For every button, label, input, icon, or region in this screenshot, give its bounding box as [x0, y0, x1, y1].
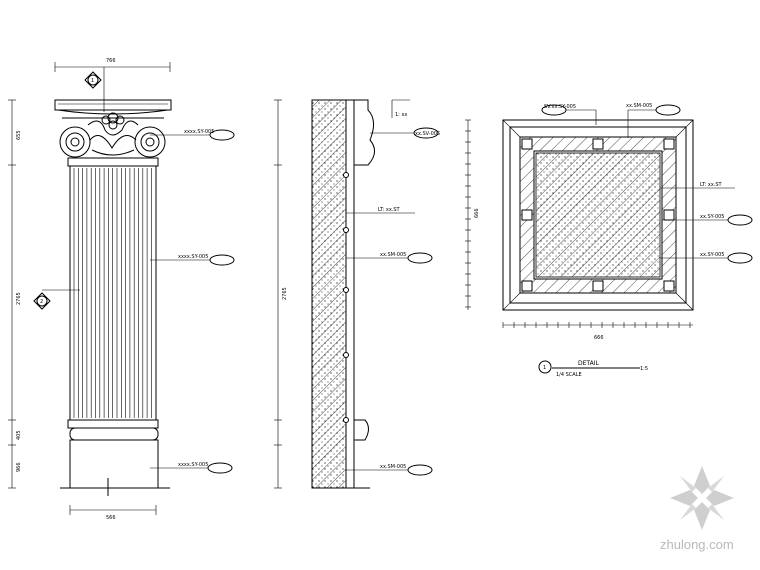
elevation-label-2: xxxx.SY-005	[178, 254, 208, 260]
watermark-text: zhulong.com	[660, 537, 734, 552]
plan-left-dimension: 666	[465, 119, 480, 310]
plan-left-ticks	[465, 119, 471, 308]
detail-scale: 1:5	[640, 366, 648, 372]
plan-bottom-dim: 666	[594, 335, 604, 341]
plan-callout-tl: SV.xx.SY-005	[544, 104, 576, 110]
bottom-dim-text: 566	[106, 515, 116, 521]
left-dim-2: 2765	[16, 292, 22, 305]
column-elevation: 766 1 655 2765 405 966	[8, 58, 235, 521]
section-label-bottom: xx.SM-005	[380, 464, 406, 470]
column-capital	[54, 99, 172, 167]
column-shaft	[69, 165, 157, 421]
detail-title: DETAIL	[578, 360, 599, 367]
elevation-label-1: xxxx.SY-005	[184, 129, 214, 135]
shaft-flutes	[73, 168, 152, 418]
section-label-mid: xx.SV-005	[415, 131, 440, 137]
left-dimension: 655 2765 405 966	[8, 99, 22, 489]
elevation-callouts: xxxx.SY-005 xxxx.SY-005 xxxx.SY-005	[150, 129, 235, 474]
bottom-dimension: 566	[69, 505, 157, 521]
column-base	[60, 419, 170, 496]
column-section: 2765 1:	[274, 99, 440, 489]
left-dim-3: 405	[16, 430, 22, 440]
elevation-label-3: xxxx.SY-005	[178, 462, 208, 468]
zhulong-logo-icon	[670, 466, 734, 530]
plan-callout-r2: xx.SY-005	[700, 214, 725, 220]
top-dim-text: 766	[106, 58, 116, 64]
marker-2-text: 2	[40, 299, 43, 305]
plan-callout-r1: LT: xx.ST	[700, 182, 723, 188]
section-marker-2: 2	[33, 289, 80, 310]
detail-num: 1	[543, 365, 546, 371]
section-label-low: xx.SM-005	[380, 252, 406, 258]
plan-callout-r3: xx.SY-005	[700, 252, 725, 258]
section-callouts: 1: xx xx.SV-005 LT: xx.ST xx.SM-005 xx.S…	[346, 99, 440, 476]
plan-callouts: SV.xx.SY-005 xx.SM-005 LT: xx.ST xx.SY-0…	[541, 103, 753, 264]
top-dimension: 766	[54, 58, 171, 72]
left-dim-4: 966	[16, 462, 22, 472]
section-label-top: 1: xx	[395, 112, 407, 118]
plan-blocks	[521, 138, 675, 292]
plan-detail: 666 666 SV.xx.SY-005 xx.SM-005 LT: xx.ST…	[465, 103, 753, 378]
section-marker-1: 1	[84, 67, 105, 112]
plan-left-dim: 666	[474, 208, 480, 218]
detail-title-block: 1 DETAIL 1/4 SCALE 1:5	[538, 360, 648, 378]
marker-1-text: 1	[91, 78, 94, 84]
section-studs	[343, 172, 349, 423]
watermark: zhulong.com	[660, 466, 734, 552]
section-label-note: LT: xx.ST	[378, 207, 401, 213]
plan-bottom-dimension: 666	[502, 322, 693, 341]
detail-sub: 1/4 SCALE	[556, 372, 582, 378]
plan-callout-tr: xx.SM-005	[626, 103, 652, 109]
section-left-dimension: 2765	[274, 99, 288, 489]
plan-bottom-ticks	[502, 322, 691, 328]
left-dim-1: 655	[16, 130, 22, 140]
section-left-dim: 2765	[282, 287, 288, 300]
